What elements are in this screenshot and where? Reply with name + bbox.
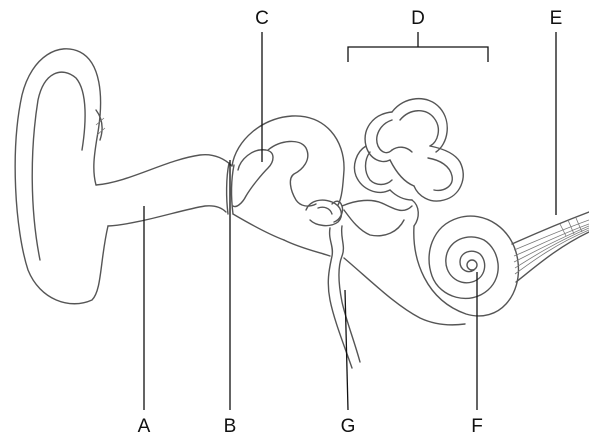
bracket-d [348, 47, 488, 62]
semicircular-canals [354, 99, 463, 201]
label-c: C [255, 8, 269, 29]
label-b: B [224, 416, 237, 437]
middle-ear [232, 116, 344, 240]
outer-ear [15, 49, 108, 304]
labels: A B C D E F G [138, 8, 563, 437]
cochlea [414, 216, 519, 316]
eustachian-tube [328, 226, 360, 368]
label-a: A [138, 416, 151, 437]
label-g: G [341, 416, 356, 437]
skull-contour [284, 210, 465, 325]
label-f: F [471, 416, 483, 437]
label-e: E [550, 8, 563, 29]
leader-lines [144, 32, 556, 410]
auditory-nerve [512, 212, 589, 282]
label-d: D [411, 8, 425, 29]
ear-canal [96, 155, 232, 226]
